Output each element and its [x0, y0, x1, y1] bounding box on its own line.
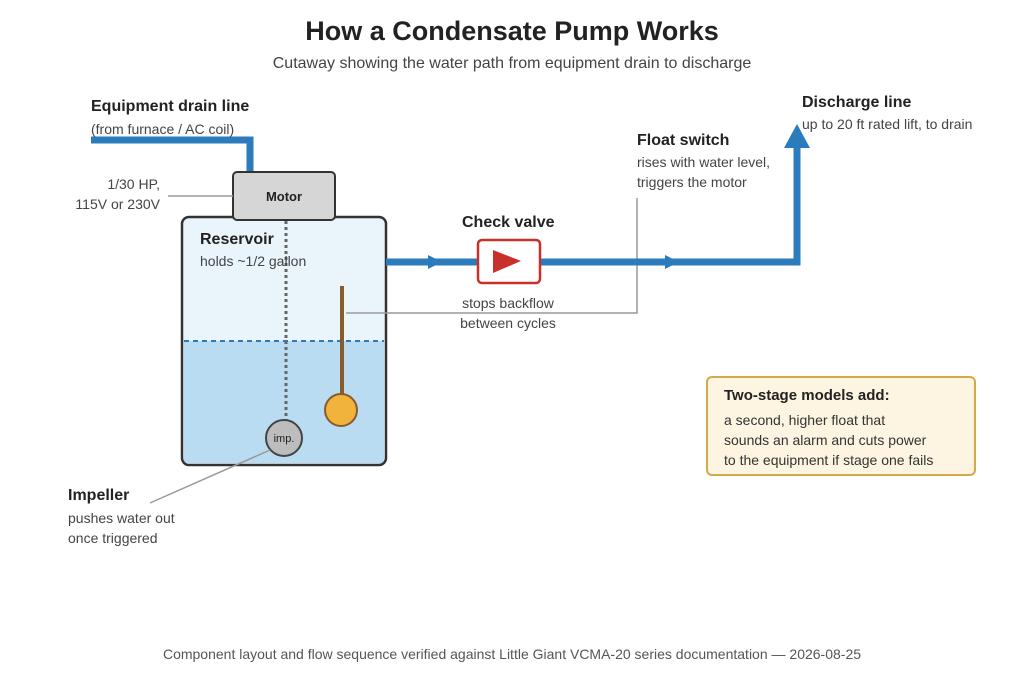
drain-pipe — [91, 136, 254, 172]
page-title: How a Condensate Pump Works — [305, 16, 719, 46]
callout-body: a second, higher float that sounds an al… — [724, 410, 958, 470]
discharge-line-label: Discharge line — [802, 94, 912, 111]
float-switch-note: rises with water level, triggers the mot… — [637, 152, 770, 192]
footer-source-note: Component layout and flow sequence verif… — [162, 646, 862, 662]
impeller-label: Impeller — [68, 487, 130, 504]
flow-arrow-2 — [665, 255, 679, 269]
impeller-note-line: once triggered — [68, 530, 158, 546]
float-ball — [324, 393, 358, 427]
drain-line-note: (from furnace / AC coil) — [91, 121, 235, 137]
motor-spec-line: 1/30 HP, — [107, 176, 160, 192]
check-valve-label: Check valve — [462, 214, 555, 231]
motor-specs: 1/30 HP, 115V or 230V — [56, 174, 160, 214]
check-valve-note: stops backflow between cycles — [440, 293, 576, 333]
discharge-line-note: up to 20 ft rated lift, to drain — [802, 116, 973, 132]
check-valve-note-line: between cycles — [460, 315, 556, 331]
impeller-note-line: pushes water out — [68, 510, 175, 526]
motor-spec-line: 115V or 230V — [75, 196, 160, 212]
page-subtitle: Cutaway showing the water path from equi… — [272, 55, 752, 72]
callout-line: to the equipment if stage one fails — [724, 452, 934, 468]
float-switch-note-line: triggers the motor — [637, 174, 747, 190]
motor-label: Motor — [266, 189, 302, 204]
float-switch-label: Float switch — [637, 132, 730, 149]
flow-arrow-1 — [428, 255, 442, 269]
callout-line: sounds an alarm and cuts power — [724, 432, 927, 448]
check-valve-arrow-icon — [493, 250, 521, 273]
callout-heading: Two-stage models add: — [724, 387, 890, 404]
reservoir-label: Reservoir — [200, 231, 274, 248]
callout-line: a second, higher float that — [724, 412, 886, 428]
reservoir-note: holds ~1/2 gallon — [200, 253, 307, 269]
impeller-tag: imp. — [274, 433, 295, 445]
impeller-note: pushes water out once triggered — [68, 508, 175, 548]
discharge-arrowhead — [784, 124, 810, 148]
impeller — [265, 419, 303, 457]
float-switch-note-line: rises with water level, — [637, 154, 771, 170]
float-switch-leader — [346, 198, 638, 314]
check-valve-note-line: stops backflow — [462, 295, 554, 311]
impeller-leader — [149, 449, 271, 504]
check-valve — [476, 238, 542, 285]
drain-line-label: Equipment drain line — [91, 98, 250, 115]
two-stage-callout: Two-stage models add: a second, higher f… — [706, 376, 976, 476]
